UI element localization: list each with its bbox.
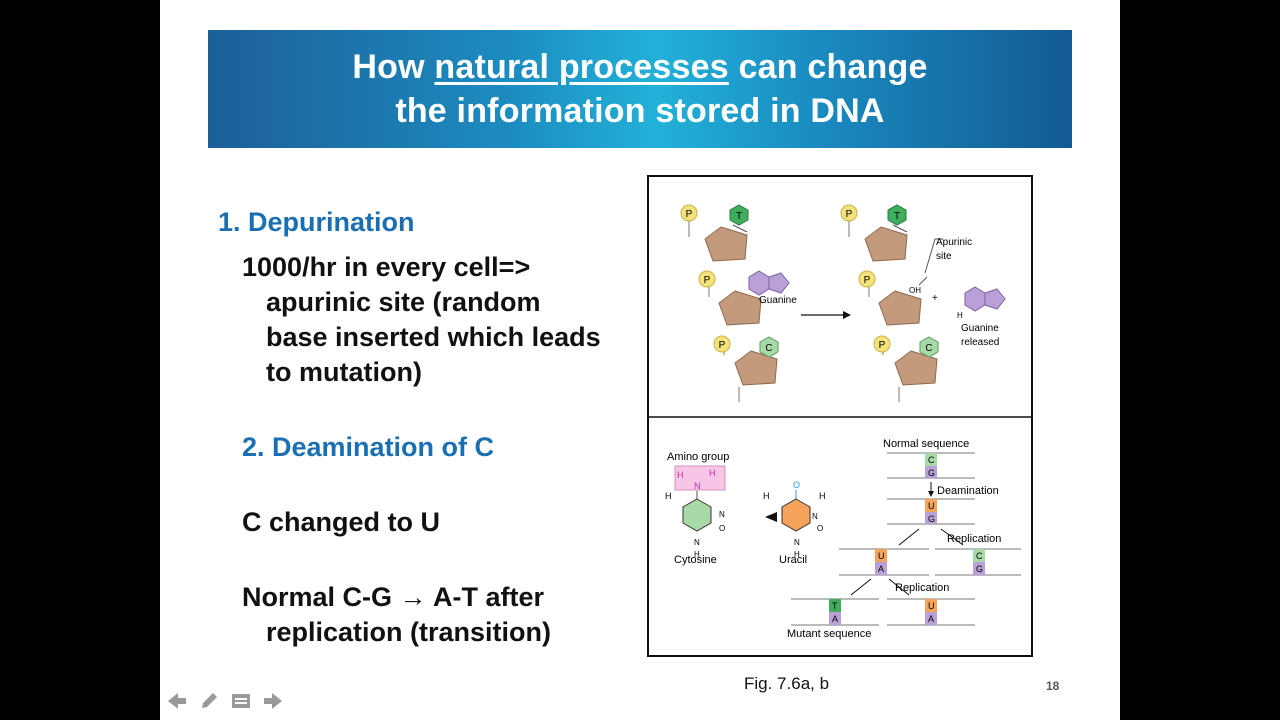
sugar-3 — [734, 350, 778, 386]
amino-group-label: Amino group — [667, 451, 729, 463]
svg-text:U: U — [928, 601, 935, 611]
svg-text:Guanine: Guanine — [759, 295, 797, 306]
guanine-base — [748, 270, 770, 296]
svg-text:H: H — [794, 550, 800, 559]
svg-text:P: P — [686, 209, 693, 220]
arrow-right-icon[interactable] — [262, 690, 284, 712]
svg-text:O: O — [719, 524, 725, 533]
sugar-1 — [704, 226, 748, 262]
transition-text-1: Normal C-G → A-T after — [242, 582, 545, 612]
pointer-arrow-icon — [765, 512, 777, 522]
svg-text:Deamination: Deamination — [937, 485, 999, 497]
released-guanine: H Guanine released — [957, 286, 1006, 348]
svg-text:H: H — [694, 550, 700, 559]
thymine-base — [729, 204, 749, 226]
svg-text:Apurinic: Apurinic — [936, 237, 972, 248]
svg-text:P: P — [879, 340, 886, 351]
svg-text:T: T — [894, 211, 900, 222]
svg-text:A: A — [832, 614, 838, 624]
svg-text:H: H — [709, 468, 716, 478]
svg-text:P: P — [704, 275, 711, 286]
title-underlined: natural processes — [434, 48, 729, 86]
page-number: 18 — [1046, 679, 1060, 693]
svg-text:site: site — [936, 251, 952, 262]
depurination-text-3: base inserted which leads — [266, 322, 601, 352]
svg-text:C: C — [928, 455, 935, 465]
svg-text:Replication: Replication — [895, 582, 949, 594]
svg-text:C: C — [976, 551, 983, 561]
svg-text:Guanine: Guanine — [961, 323, 999, 334]
amino-group-box — [674, 465, 726, 491]
svg-text:H: H — [819, 491, 826, 501]
svg-text:C: C — [925, 343, 932, 354]
depurination-text-4: to mutation) — [266, 357, 422, 387]
title-banner: How natural processes can change the inf… — [208, 30, 1072, 148]
svg-text:H: H — [957, 311, 963, 320]
figure-caption: Fig. 7.6a, b — [744, 674, 830, 693]
apurinic-pointer — [924, 238, 943, 274]
svg-text:T: T — [736, 211, 742, 222]
menu-icon[interactable] — [230, 690, 252, 712]
transition-text-2: replication (transition) — [266, 617, 552, 647]
svg-text:N: N — [694, 538, 700, 547]
arrow-left-icon[interactable] — [166, 690, 188, 712]
svg-text:Normal sequence: Normal sequence — [883, 438, 969, 450]
svg-text:U: U — [928, 501, 935, 511]
depurination-text-1: 1000/hr in every cell=> — [242, 252, 531, 282]
dna-strand-left: P P P T Guanine C — [680, 204, 797, 402]
dna-strand-right: P P P T C OH Apurinic site + — [840, 204, 972, 402]
svg-text:N: N — [794, 538, 800, 547]
svg-text:G: G — [928, 468, 935, 478]
svg-text:N: N — [694, 481, 701, 491]
svg-text:A: A — [928, 614, 934, 624]
svg-text:+: + — [932, 293, 938, 304]
slide-nav — [166, 690, 284, 712]
svg-text:H: H — [763, 491, 770, 501]
svg-text:P: P — [864, 275, 871, 286]
deamination-text: C changed to U — [242, 507, 441, 537]
svg-text:G: G — [928, 514, 935, 524]
svg-text:O: O — [793, 480, 800, 490]
depurination-text-2: apurinic site (random — [266, 287, 541, 317]
svg-text:N: N — [812, 512, 818, 521]
phosphate-2 — [698, 270, 716, 288]
svg-text:C: C — [765, 343, 772, 354]
svg-text:Mutant sequence: Mutant sequence — [787, 628, 871, 640]
title-line-1: How natural processes can change — [352, 48, 928, 86]
figure-panel: P P P T Guanine C — [647, 175, 1033, 657]
figure-svg: P P P T Guanine C — [649, 204, 1031, 640]
svg-text:P: P — [719, 340, 726, 351]
svg-text:A: A — [878, 564, 884, 574]
svg-text:Replication: Replication — [947, 533, 1001, 545]
svg-text:O: O — [817, 524, 823, 533]
heading-depurination: 1. Depurination — [218, 207, 415, 237]
svg-text:T: T — [832, 601, 838, 611]
sequence-diagram: Normal sequence C G Deamination U G — [787, 438, 1021, 640]
sugar-2 — [718, 290, 762, 326]
cytosine-molecule: H N O N H Cytosine — [665, 491, 725, 566]
heading-deamination: 2. Deamination of C — [242, 432, 495, 462]
svg-text:H: H — [665, 491, 672, 501]
svg-text:H: H — [677, 470, 684, 480]
svg-text:released: released — [961, 337, 999, 348]
svg-text:N: N — [719, 510, 725, 519]
uracil-label: Uracil — [779, 554, 807, 566]
phosphate-3 — [713, 335, 731, 353]
uracil-molecule: O H H N O N H Uracil — [763, 480, 826, 566]
cytosine-label: Cytosine — [674, 554, 717, 566]
slide: How natural processes can change the inf… — [160, 0, 1120, 720]
cytosine-base — [759, 336, 779, 358]
title-line-2: the information stored in DNA — [395, 92, 885, 130]
svg-text:G: G — [976, 564, 983, 574]
svg-text:OH: OH — [909, 286, 921, 295]
pencil-icon[interactable] — [198, 690, 220, 712]
phosphate-1 — [680, 204, 698, 222]
svg-text:U: U — [878, 551, 885, 561]
svg-text:P: P — [846, 209, 853, 220]
